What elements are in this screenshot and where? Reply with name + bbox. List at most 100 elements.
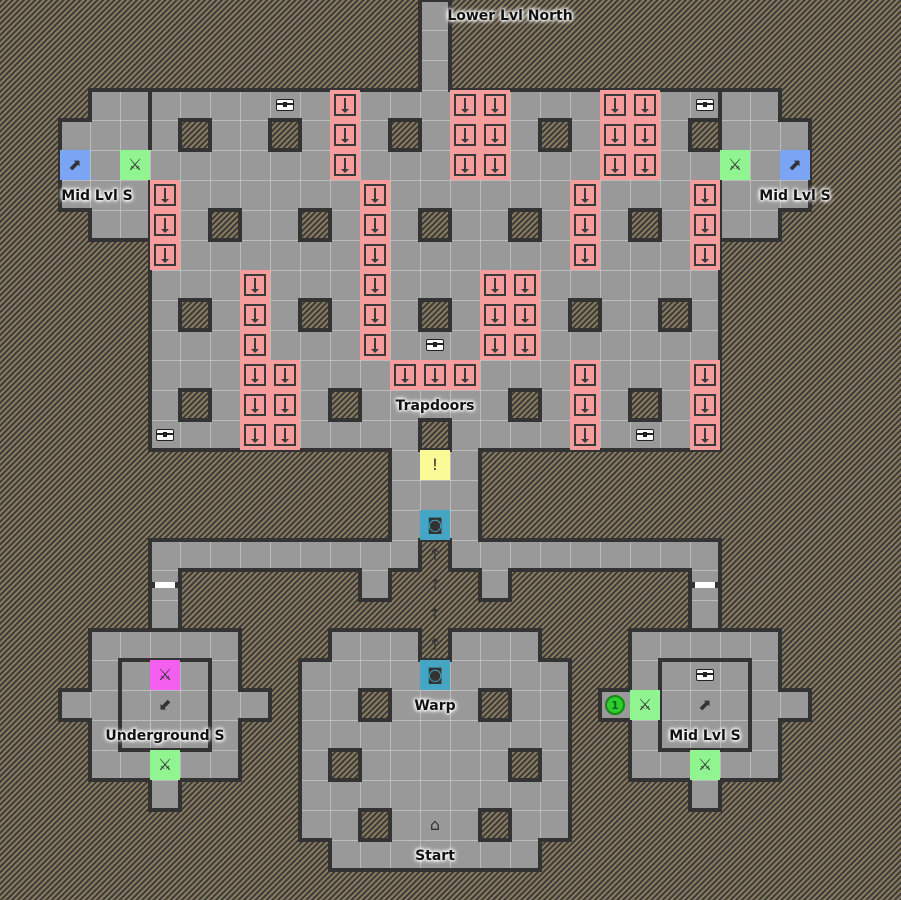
trapdoor-tile [420, 360, 450, 390]
stairs-down-tile[interactable]: ⬋ [150, 690, 180, 720]
trapdoor-tile [150, 240, 180, 270]
map-label-lower-lvl-north: Lower Lvl North [447, 8, 573, 24]
treasure-chest-tile[interactable] [690, 660, 720, 690]
trapdoor-tile [240, 330, 270, 360]
trapdoor-arrow-icon [154, 184, 176, 206]
door[interactable] [690, 582, 720, 588]
trapdoor-arrow-icon [694, 184, 716, 206]
treasure-chest-tile[interactable] [690, 90, 720, 120]
stairs-up-icon: ⬈ [788, 155, 802, 174]
one-way-arrow-icon: ↑ [428, 545, 442, 564]
trapdoor-arrow-icon [454, 124, 476, 146]
trapdoor-arrow-icon [574, 424, 596, 446]
stairs-up-icon: ⬈ [698, 695, 712, 714]
trapdoor-arrow-icon [484, 334, 506, 356]
treasure-chest-tile[interactable] [630, 420, 660, 450]
trapdoor-tile [240, 270, 270, 300]
trapdoor-arrow-icon [424, 364, 446, 386]
trapdoor-arrow-icon [244, 364, 266, 386]
trapdoor-tile [390, 360, 420, 390]
trapdoor-arrow-icon [364, 214, 386, 236]
stairs-up-tile[interactable]: ⬈ [690, 690, 720, 720]
trapdoor-arrow-icon [634, 124, 656, 146]
one-way-arrow: ↑ [420, 540, 450, 570]
start-tile[interactable]: ⌂ [420, 810, 450, 840]
treasure-chest-icon [156, 429, 174, 441]
trapdoor-arrow-icon [274, 424, 296, 446]
map-label-mid-lvl-s-southeast: Mid Lvl S [669, 728, 741, 744]
treasure-chest-tile[interactable] [150, 420, 180, 450]
crossed-swords-icon: ⚔ [727, 155, 743, 174]
crossed-swords-icon: ⚔ [157, 665, 173, 684]
treasure-chest-icon [696, 99, 714, 111]
trapdoor-tile [570, 210, 600, 240]
battle-tile[interactable]: ⚔ [150, 750, 180, 780]
warp-tile[interactable]: ◙ [420, 510, 450, 540]
treasure-chest-icon [426, 339, 444, 351]
trapdoor-tile [480, 300, 510, 330]
trapdoor-tile [450, 360, 480, 390]
trapdoor-arrow-icon [484, 304, 506, 326]
trapdoor-tile [360, 300, 390, 330]
treasure-chest-tile[interactable] [420, 330, 450, 360]
trapdoor-arrow-icon [334, 154, 356, 176]
trapdoor-tile [330, 150, 360, 180]
one-way-arrow-icon: ↑ [428, 575, 442, 594]
treasure-chest-icon [636, 429, 654, 441]
trapdoor-tile [630, 120, 660, 150]
warp-pad-icon: ◙ [427, 515, 443, 534]
house-icon: ⌂ [429, 815, 441, 834]
warp-tile[interactable]: ◙ [420, 660, 450, 690]
treasure-chest-tile[interactable] [270, 90, 300, 120]
trapdoor-tile [330, 90, 360, 120]
trapdoor-arrow-icon [694, 214, 716, 236]
trapdoor-tile [270, 360, 300, 390]
trapdoor-tile [480, 330, 510, 360]
trapdoor-arrow-icon [454, 94, 476, 116]
trapdoor-tile [690, 210, 720, 240]
trapdoor-tile [360, 270, 390, 300]
boss-battle-tile[interactable]: ⚔ [150, 660, 180, 690]
battle-tile[interactable]: ⚔ [630, 690, 660, 720]
trapdoor-arrow-icon [634, 154, 656, 176]
trapdoor-tile [360, 240, 390, 270]
trapdoor-tile [600, 120, 630, 150]
trapdoor-arrow-icon [334, 124, 356, 146]
trapdoor-tile [600, 150, 630, 180]
trapdoor-tile [150, 210, 180, 240]
trapdoor-arrow-icon [694, 394, 716, 416]
trapdoor-arrow-icon [364, 304, 386, 326]
battle-tile[interactable]: ⚔ [720, 150, 750, 180]
trapdoor-tile [570, 240, 600, 270]
battle-tile[interactable]: ⚔ [120, 150, 150, 180]
map-label-mid-lvl-s-west: Mid Lvl S [61, 188, 133, 204]
map-label-underground-s: Underground S [105, 728, 225, 744]
trapdoor-arrow-icon [154, 244, 176, 266]
encounter-count-badge: 1 [605, 695, 625, 715]
trapdoor-arrow-icon [574, 244, 596, 266]
trapdoor-tile [150, 180, 180, 210]
trapdoor-tile [360, 210, 390, 240]
trapdoor-tile [270, 390, 300, 420]
trapdoor-arrow-icon [364, 184, 386, 206]
stairs-down-icon: ⬋ [158, 695, 172, 714]
trapdoor-arrow-icon [694, 364, 716, 386]
event-tile[interactable]: ! [420, 450, 450, 480]
trapdoor-arrow-icon [244, 424, 266, 446]
stairs-up-tile[interactable]: ⬈ [780, 150, 810, 180]
trapdoor-arrow-icon [574, 214, 596, 236]
crossed-swords-icon: ⚔ [697, 755, 713, 774]
trapdoor-tile [690, 420, 720, 450]
exclamation-icon: ! [431, 455, 439, 474]
encounter-badge-tile[interactable]: 1 [600, 690, 630, 720]
trapdoor-tile [480, 270, 510, 300]
battle-tile[interactable]: ⚔ [690, 750, 720, 780]
stairs-up-tile[interactable]: ⬈ [60, 150, 90, 180]
trapdoor-arrow-icon [604, 94, 626, 116]
door[interactable] [150, 582, 180, 588]
one-way-arrow-icon: ↑ [428, 635, 442, 654]
trapdoor-tile [570, 420, 600, 450]
trapdoor-tile [360, 330, 390, 360]
map-label-trapdoors: Trapdoors [395, 398, 475, 414]
trapdoor-tile [690, 360, 720, 390]
